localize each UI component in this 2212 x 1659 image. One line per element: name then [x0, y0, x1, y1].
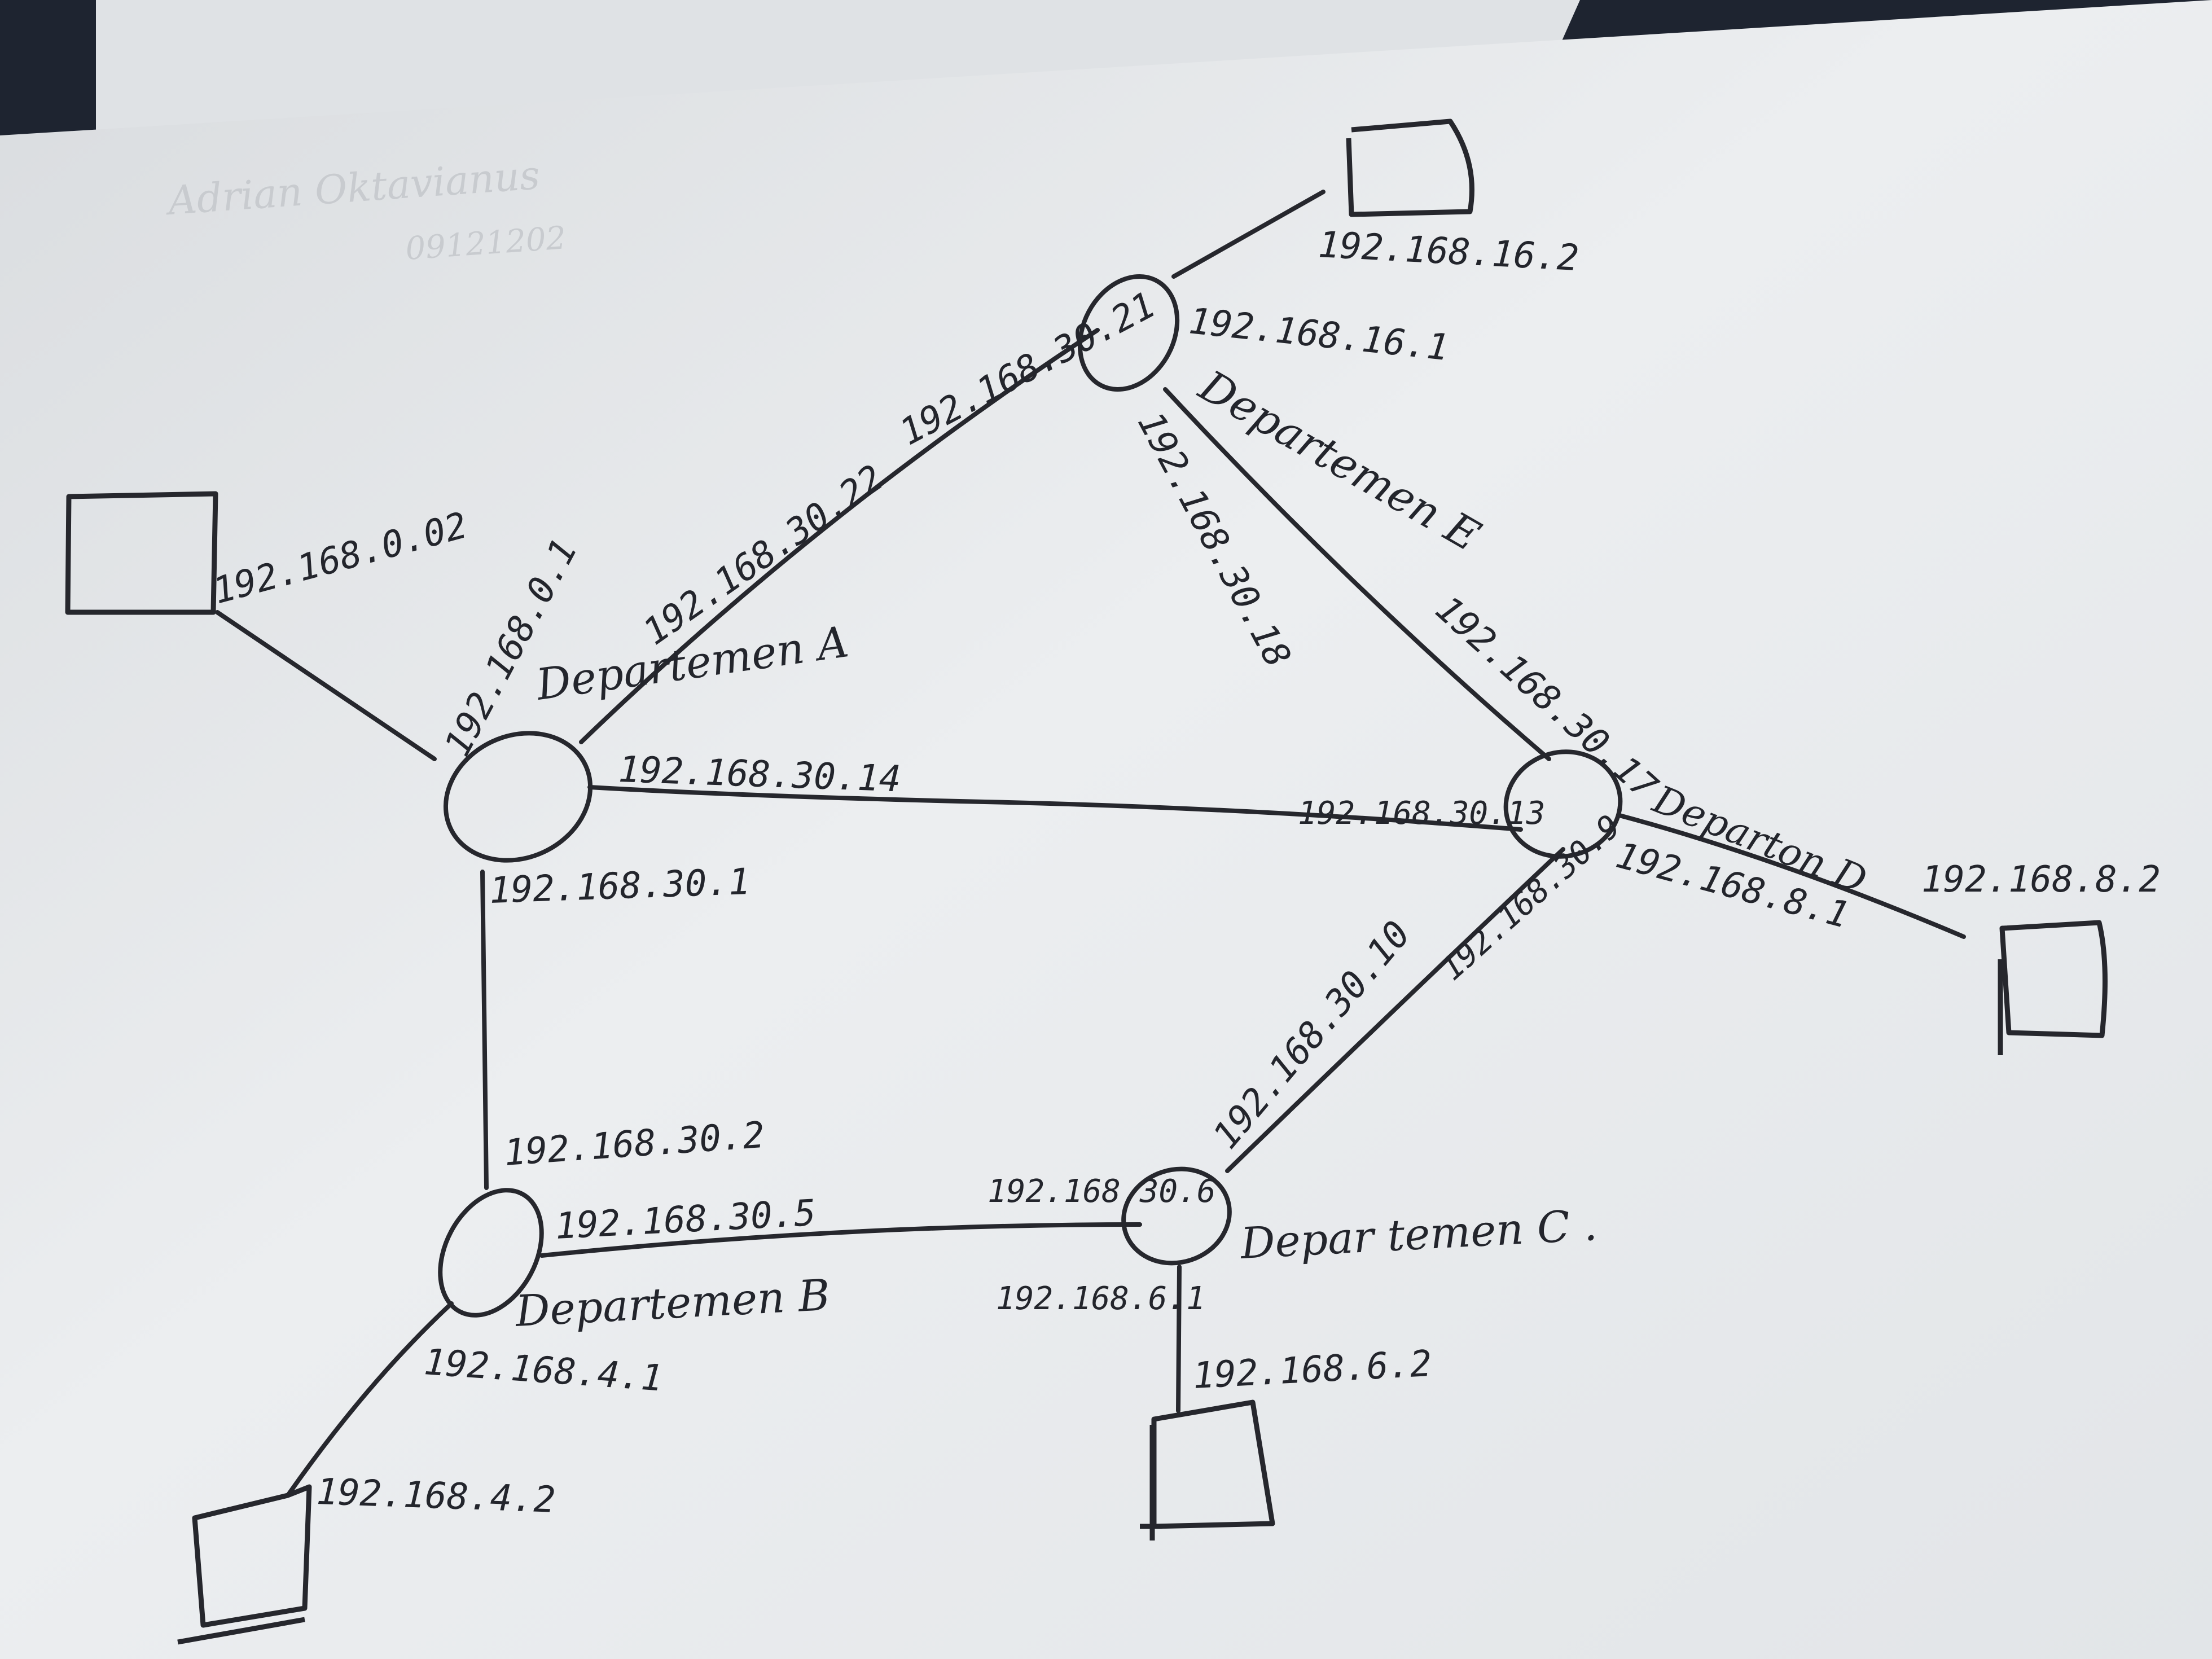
- router-e: [1077, 274, 1180, 392]
- ip-d-host: 192.168.8.2: [1921, 859, 2161, 901]
- router-c: [1121, 1166, 1232, 1266]
- router-b: [438, 1188, 544, 1318]
- link-a-e: [579, 328, 1100, 744]
- ip-a-to-b: 192.168.30.1: [489, 861, 751, 912]
- link-a-host: [215, 610, 437, 761]
- ip-a-to-d: 192.168.30.14: [617, 749, 901, 800]
- router-a: [443, 731, 593, 863]
- link-e-d: [1163, 387, 1551, 761]
- host-c: [1140, 1399, 1275, 1540]
- host-e: [1346, 118, 1474, 217]
- ip-b-host: 192.168.4.2: [315, 1471, 556, 1521]
- link-a-d: [587, 785, 1523, 832]
- back-sheet: [96, 0, 1580, 141]
- host-b: [177, 1484, 312, 1645]
- link-a-b: [480, 870, 489, 1190]
- link-b-c: [539, 1222, 1142, 1258]
- host-d: [1998, 920, 2108, 1055]
- link-c-host: [1176, 1265, 1182, 1413]
- link-e-host: [1171, 190, 1326, 279]
- router-d: [1503, 749, 1623, 859]
- links: [215, 190, 1966, 1498]
- host-a: [65, 491, 218, 615]
- ip-c-lan: 192.168.6.1: [996, 1280, 1205, 1317]
- ip-d-to-a: 192.168.30.13: [1298, 795, 1545, 832]
- link-d-c: [1225, 847, 1565, 1173]
- link-b-host: [286, 1301, 454, 1498]
- ip-c-to-b: 192.168.30.6: [988, 1173, 1216, 1210]
- link-d-host: [1617, 813, 1966, 939]
